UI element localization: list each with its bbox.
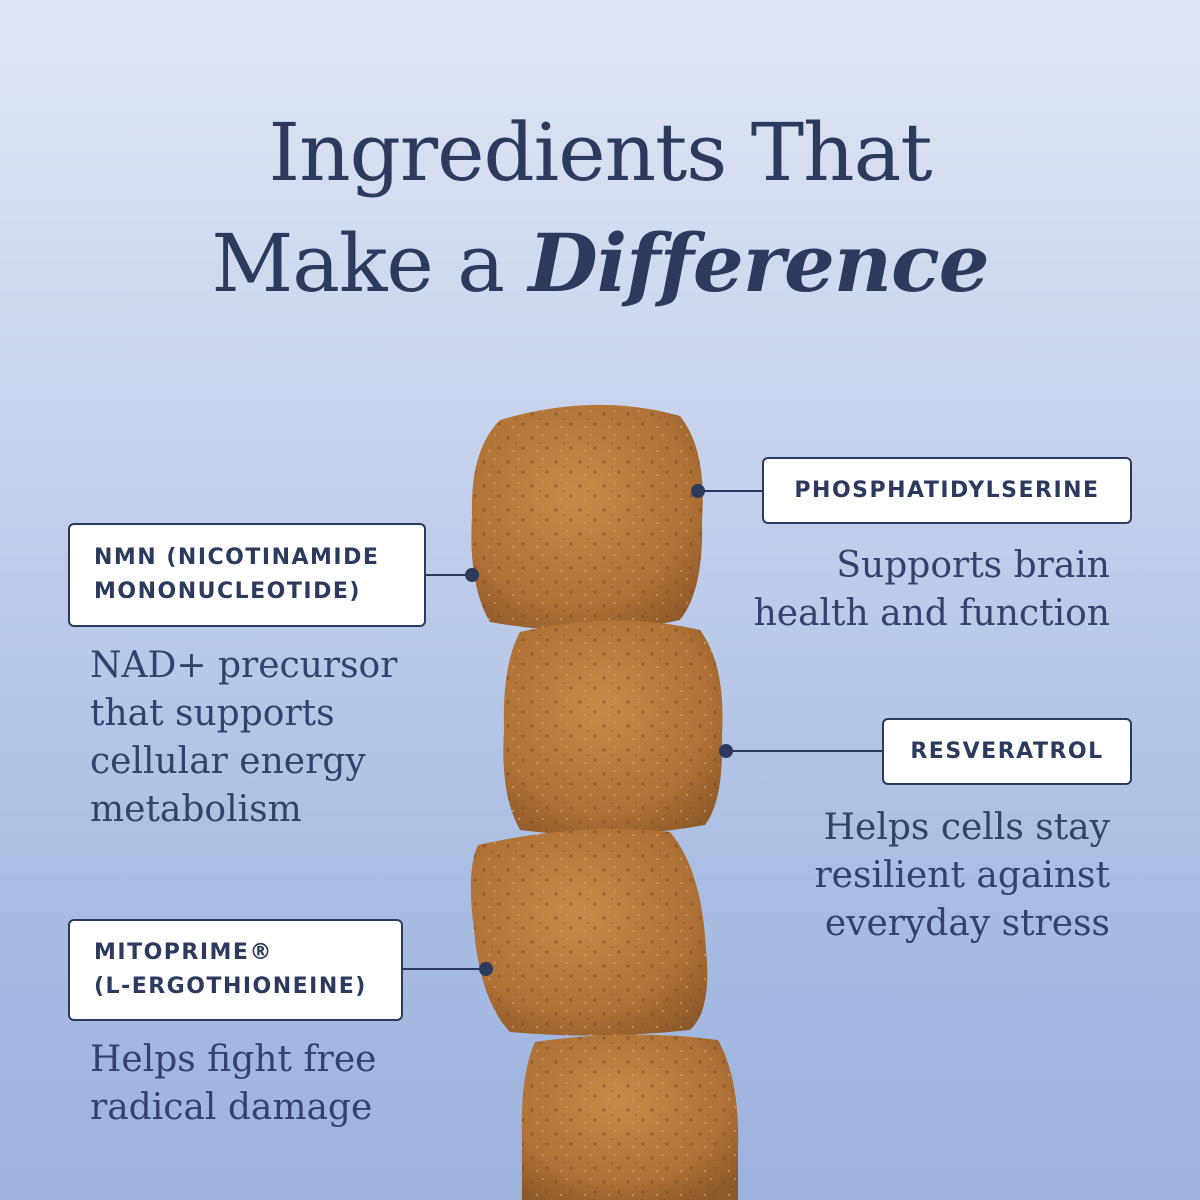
ingredient-label-phosphatidylserine: PHOSPHATIDYLSERINE (762, 457, 1132, 524)
description-line: everyday stress (824, 903, 1110, 944)
ingredient-description-nmn: NAD+ precursor that supports cellular en… (90, 642, 397, 834)
ingredient-description-resveratrol: Helps cells stay resilient against every… (814, 804, 1110, 948)
ingredient-name-line: (L-ERGOTHIONEINE) (94, 974, 367, 999)
connector-dot-nmn (465, 568, 479, 582)
ingredient-name-line: PHOSPHATIDYLSERINE (794, 477, 1100, 503)
chew-3 (470, 828, 708, 1036)
headline-line-1: Ingredients That (268, 106, 933, 199)
headline-emphasis: Difference (528, 216, 989, 310)
ingredient-name-line: MITOPRIME® (94, 940, 273, 965)
chew-1 (471, 404, 703, 631)
ingredient-name-line: RESVERATROL (910, 738, 1104, 764)
ingredient-description-phosphatidylserine: Supports brain health and function (754, 542, 1110, 638)
connector-dot-mitoprime (479, 962, 493, 976)
ingredient-name-line: NMN (NICOTINAMIDE (94, 545, 380, 570)
chew-4 (521, 1034, 739, 1200)
ingredient-name-line: MONONUCLEOTIDE) (94, 579, 361, 604)
connector-lines (402, 484, 884, 976)
description-line: metabolism (90, 789, 302, 830)
headline-line-2-plain: Make a (211, 217, 529, 310)
description-line: that supports (90, 693, 335, 734)
chew-stack (470, 404, 739, 1200)
description-line: resilient against (814, 855, 1110, 896)
chew-2 (503, 620, 723, 835)
description-line: NAD+ precursor (90, 645, 398, 686)
description-line: Helps cells stay (823, 807, 1110, 848)
description-line: Supports brain (836, 545, 1110, 586)
ingredient-description-mitoprime: Helps fight free radical damage (90, 1036, 376, 1132)
description-line: Helps fight free (90, 1039, 377, 1080)
headline: Ingredients That Make a Difference (0, 98, 1200, 319)
headline-line-2: Make a Difference (0, 208, 1200, 319)
ingredient-label-resveratrol: RESVERATROL (882, 718, 1132, 785)
description-line: health and function (753, 593, 1110, 634)
ingredient-label-mitoprime: MITOPRIME® (L-ERGOTHIONEINE) (68, 919, 403, 1021)
ingredient-label-nmn: NMN (NICOTINAMIDE MONONUCLEOTIDE) (68, 523, 426, 627)
connector-dot-resveratrol (719, 744, 733, 758)
connector-dot-phosphatidylserine (691, 484, 705, 498)
description-line: radical damage (90, 1087, 373, 1128)
description-line: cellular energy (90, 741, 366, 782)
